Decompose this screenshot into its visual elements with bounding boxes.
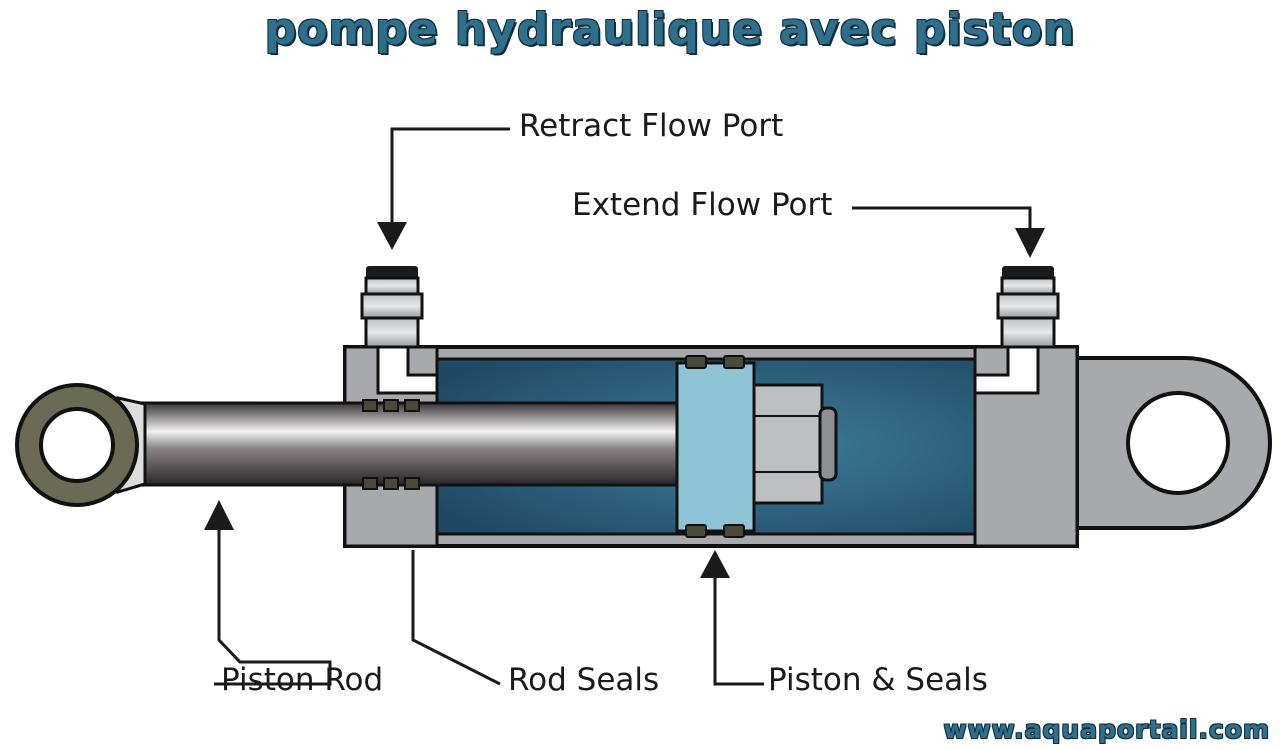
rod-eye-hole bbox=[39, 407, 115, 483]
rear-mount-hole bbox=[1126, 391, 1230, 495]
label-piston-and-seals: Piston & Seals bbox=[768, 662, 988, 698]
piston bbox=[675, 361, 756, 533]
piston-nut bbox=[750, 383, 824, 505]
rod-seals bbox=[362, 399, 420, 490]
label-retract-flow-port: Retract Flow Port bbox=[519, 108, 784, 144]
piston-rod bbox=[138, 401, 702, 487]
extend-port-fitting bbox=[996, 266, 1060, 349]
website-watermark: www.aquaportail.com bbox=[943, 715, 1270, 744]
rod-end-tip bbox=[818, 406, 838, 482]
piston-seals bbox=[685, 355, 745, 538]
label-piston-rod: Piston Rod bbox=[221, 662, 384, 698]
label-extend-flow-port: Extend Flow Port bbox=[572, 187, 833, 223]
callout-arrows bbox=[214, 127, 1032, 686]
arrowheads bbox=[204, 222, 1045, 578]
label-rod-seals: Rod Seals bbox=[508, 662, 660, 698]
retract-port-fitting bbox=[360, 266, 424, 349]
diagram-title: pompe hydraulique avec piston bbox=[264, 4, 1076, 55]
